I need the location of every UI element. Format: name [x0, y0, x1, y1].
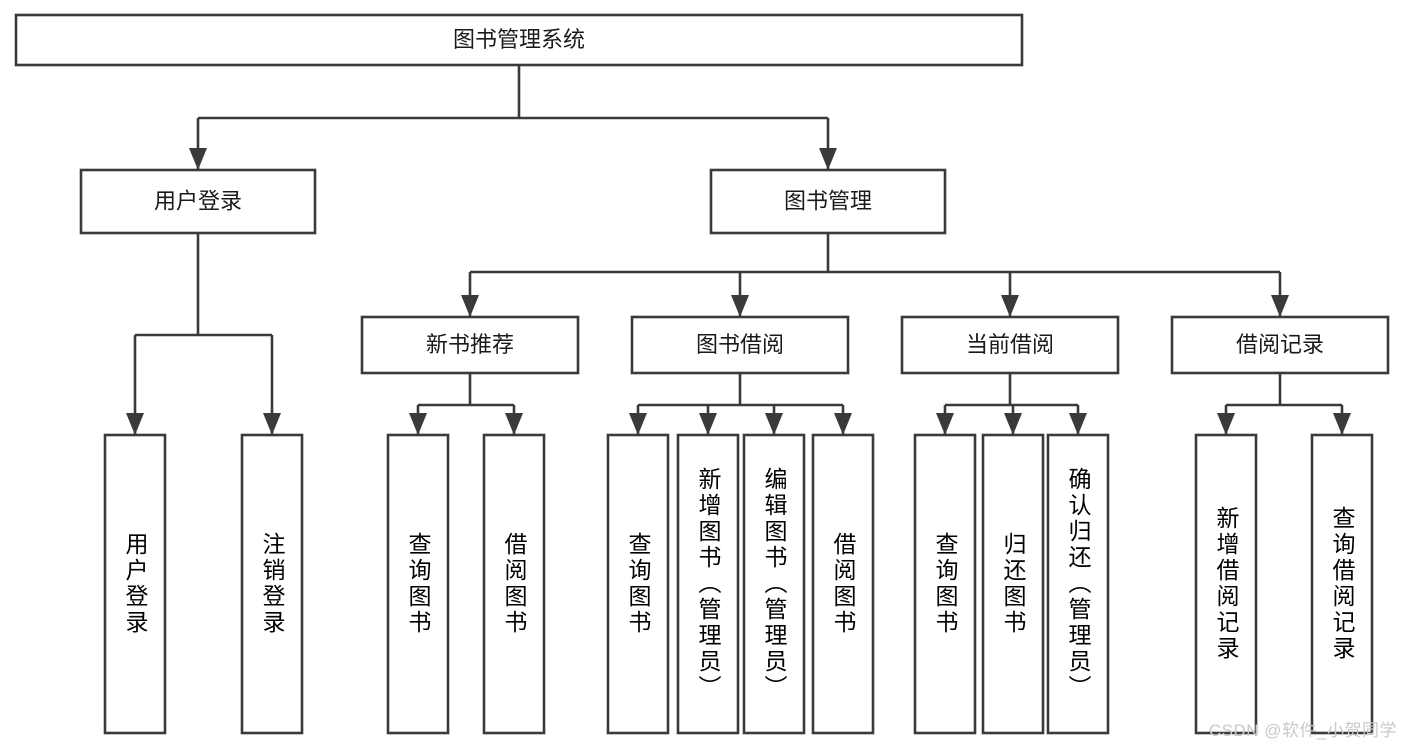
node-borrow-record[interactable]: 借阅记录	[1170, 315, 1390, 375]
node-label-wrap-return-book: 归还图书	[1000, 532, 1026, 636]
connector-lines	[126, 65, 1351, 435]
node-confirm-return-admin[interactable]: 确认归还（管理员）	[1046, 433, 1110, 735]
node-box-query-book-3	[913, 433, 977, 735]
node-label-query-book-3: 查询图书	[932, 532, 958, 636]
node-label-query-borrow-record: 查询借阅记录	[1329, 506, 1355, 662]
node-add-borrow-record[interactable]: 新增借阅记录	[1194, 433, 1258, 735]
node-label-wrap-borrow-book-1: 借阅图书	[501, 532, 527, 636]
node-label-book-manage: 图书管理	[784, 188, 872, 213]
node-box-query-book-2	[606, 433, 670, 735]
node-box-current-borrow	[900, 315, 1120, 375]
node-user-login[interactable]: 用户登录	[79, 168, 317, 235]
node-label-user-login-do: 用户登录	[122, 532, 148, 636]
node-edit-book-admin[interactable]: 编辑图书（管理员）	[742, 433, 806, 735]
node-borrow-book-2[interactable]: 借阅图书	[811, 433, 875, 735]
node-new-book-recommend[interactable]: 新书推荐	[360, 315, 580, 375]
node-label-query-book-1: 查询图书	[405, 532, 431, 636]
node-box-new-book-recommend	[360, 315, 580, 375]
node-label-return-book: 归还图书	[1000, 532, 1026, 636]
node-label-confirm-return-admin: 确认归还（管理员）	[1065, 467, 1091, 701]
node-box-query-borrow-record	[1310, 433, 1374, 735]
node-label-wrap-add-borrow-record: 新增借阅记录	[1213, 506, 1239, 662]
node-label-wrap-query-book-3: 查询图书	[932, 532, 958, 636]
node-box-borrow-record	[1170, 315, 1390, 375]
node-label-add-borrow-record: 新增借阅记录	[1213, 506, 1239, 662]
node-user-login-do[interactable]: 用户登录	[103, 433, 167, 735]
node-query-book-3[interactable]: 查询图书	[913, 433, 977, 735]
node-box-root	[14, 13, 1024, 67]
node-label-root: 图书管理系统	[453, 27, 585, 52]
node-box-add-borrow-record	[1194, 433, 1258, 735]
node-box-add-book-admin	[676, 433, 740, 735]
node-return-book[interactable]: 归还图书	[981, 433, 1045, 735]
node-box-user-login	[79, 168, 317, 235]
node-label-book-borrow: 图书借阅	[696, 332, 784, 357]
node-boxes: 图书管理系统用户登录用户登录注销登录图书管理新书推荐查询图书借阅图书图书借阅查询…	[14, 13, 1390, 735]
node-label-wrap-query-borrow-record: 查询借阅记录	[1329, 506, 1355, 662]
node-label-new-book-recommend: 新书推荐	[426, 332, 514, 357]
node-box-book-manage	[709, 168, 947, 235]
node-query-book-1[interactable]: 查询图书	[386, 433, 450, 735]
node-book-borrow[interactable]: 图书借阅	[630, 315, 850, 375]
node-label-wrap-user-login-do: 用户登录	[122, 532, 148, 636]
node-label-user-logout: 注销登录	[259, 532, 285, 636]
node-label-query-book-2: 查询图书	[625, 532, 651, 636]
node-box-borrow-book-2	[811, 433, 875, 735]
node-add-book-admin[interactable]: 新增图书（管理员）	[676, 433, 740, 735]
node-current-borrow[interactable]: 当前借阅	[900, 315, 1120, 375]
node-label-borrow-book-1: 借阅图书	[501, 532, 527, 636]
node-label-wrap-query-book-2: 查询图书	[625, 532, 651, 636]
csdn-watermark: CSDN @软件_小贺同学	[1208, 721, 1397, 740]
node-box-confirm-return-admin	[1046, 433, 1110, 735]
node-box-borrow-book-1	[482, 433, 546, 735]
node-book-manage[interactable]: 图书管理	[709, 168, 947, 235]
node-root[interactable]: 图书管理系统	[14, 13, 1024, 67]
node-label-edit-book-admin: 编辑图书（管理员）	[761, 467, 787, 701]
node-box-user-login-do	[103, 433, 167, 735]
node-label-wrap-borrow-book-2: 借阅图书	[830, 532, 856, 636]
node-label-wrap-add-book-admin: 新增图书（管理员）	[695, 467, 721, 701]
node-box-edit-book-admin	[742, 433, 806, 735]
node-label-user-login: 用户登录	[154, 188, 242, 213]
node-label-add-book-admin: 新增图书（管理员）	[695, 467, 721, 701]
node-box-return-book	[981, 433, 1045, 735]
node-label-wrap-query-book-1: 查询图书	[405, 532, 431, 636]
node-box-user-logout	[240, 433, 304, 735]
node-query-book-2[interactable]: 查询图书	[606, 433, 670, 735]
node-label-wrap-edit-book-admin: 编辑图书（管理员）	[761, 467, 787, 701]
node-label-current-borrow: 当前借阅	[966, 332, 1054, 357]
node-box-query-book-1	[386, 433, 450, 735]
node-borrow-book-1[interactable]: 借阅图书	[482, 433, 546, 735]
node-label-wrap-user-logout: 注销登录	[259, 532, 285, 636]
node-label-wrap-confirm-return-admin: 确认归还（管理员）	[1065, 467, 1091, 701]
node-label-borrow-book-2: 借阅图书	[830, 532, 856, 636]
node-query-borrow-record[interactable]: 查询借阅记录	[1310, 433, 1374, 735]
node-box-book-borrow	[630, 315, 850, 375]
node-label-borrow-record: 借阅记录	[1236, 332, 1324, 357]
node-user-logout[interactable]: 注销登录	[240, 433, 304, 735]
